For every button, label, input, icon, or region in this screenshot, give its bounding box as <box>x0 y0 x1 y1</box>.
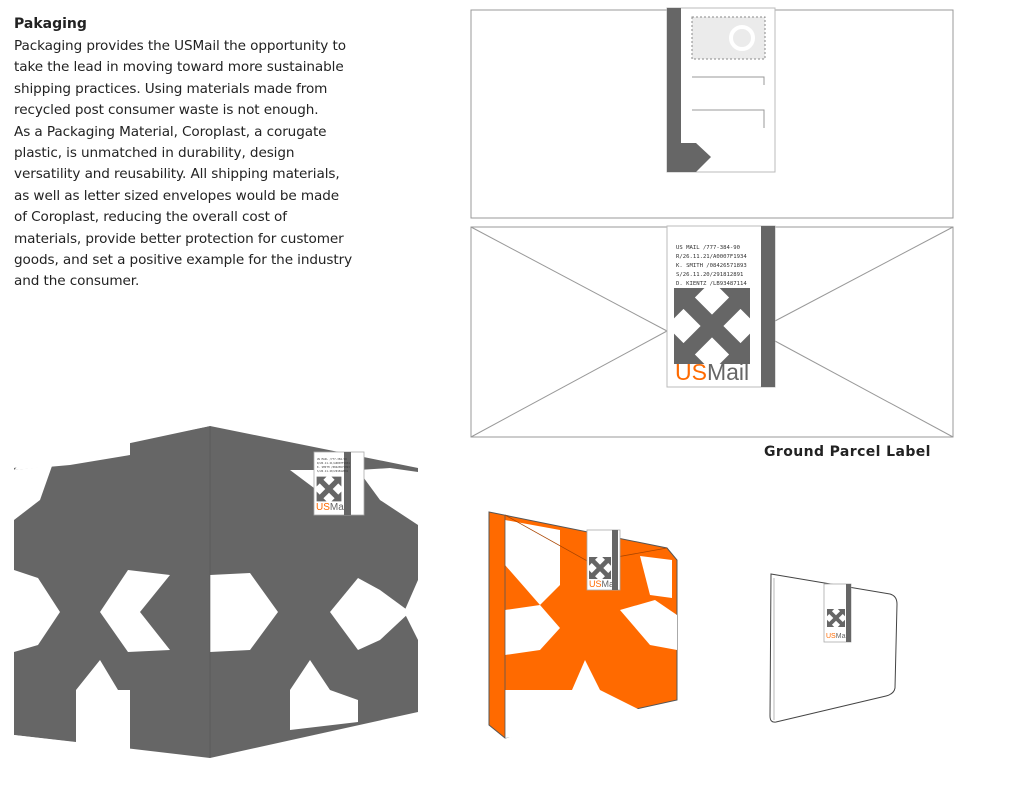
logo-mail: Mail <box>707 359 749 385</box>
white-envelope: USMail <box>769 573 898 723</box>
label-line: S/26.11.20/291812891 <box>317 469 349 473</box>
label-line: K. SMITH /08426571893 <box>317 465 350 469</box>
usmail-wordmark: USMail <box>589 579 618 589</box>
ground-parcel-label: US MAIL /777-384-90 R/26.11.21/A0007F193… <box>666 225 776 388</box>
logo-us: US <box>675 359 707 385</box>
section-title: Pakaging <box>14 16 87 32</box>
logo-mail: Mail <box>836 633 849 640</box>
label-line: D. KIENTZ /LB93487114 <box>676 281 747 287</box>
usmail-wordmark: USMail <box>826 633 849 640</box>
logo-us: US <box>826 633 836 640</box>
gray-parcel-box: US MAIL /777-384-90 R/26.11.21/A0007F193… <box>14 426 418 758</box>
logo-mail: Mail <box>330 502 348 513</box>
logo-mail: Mail <box>602 579 619 589</box>
envelope-back <box>470 7 954 219</box>
section-body: Packaging provides the USMail the opport… <box>14 38 353 290</box>
label-line: R/26.11.21/A0007F1934 <box>676 254 747 260</box>
orange-envelope: USMail <box>488 511 678 739</box>
ground-parcel-label-caption: Ground Parcel Label <box>764 444 931 460</box>
label-line: US MAIL /777-384-90 <box>317 457 347 461</box>
label-line: R/26.11.21/A0007F1934 <box>317 461 350 465</box>
logo-us: US <box>316 502 330 513</box>
usmail-wordmark: USMail <box>675 359 749 385</box>
intro-text-block: Pakaging Packaging provides the USMail t… <box>14 14 364 293</box>
label-line: US MAIL /777-384-90 <box>676 245 740 251</box>
envelope-front: US MAIL /777-384-90 R/26.11.21/A0007F193… <box>470 225 954 438</box>
label-line: S/26.11.20/291812891 <box>676 272 743 278</box>
logo-us: US <box>589 579 602 589</box>
postage-stamp-icon <box>691 16 766 60</box>
label-line: K. SMITH /08426571893 <box>676 263 747 269</box>
usmail-wordmark: USMail <box>316 502 348 513</box>
